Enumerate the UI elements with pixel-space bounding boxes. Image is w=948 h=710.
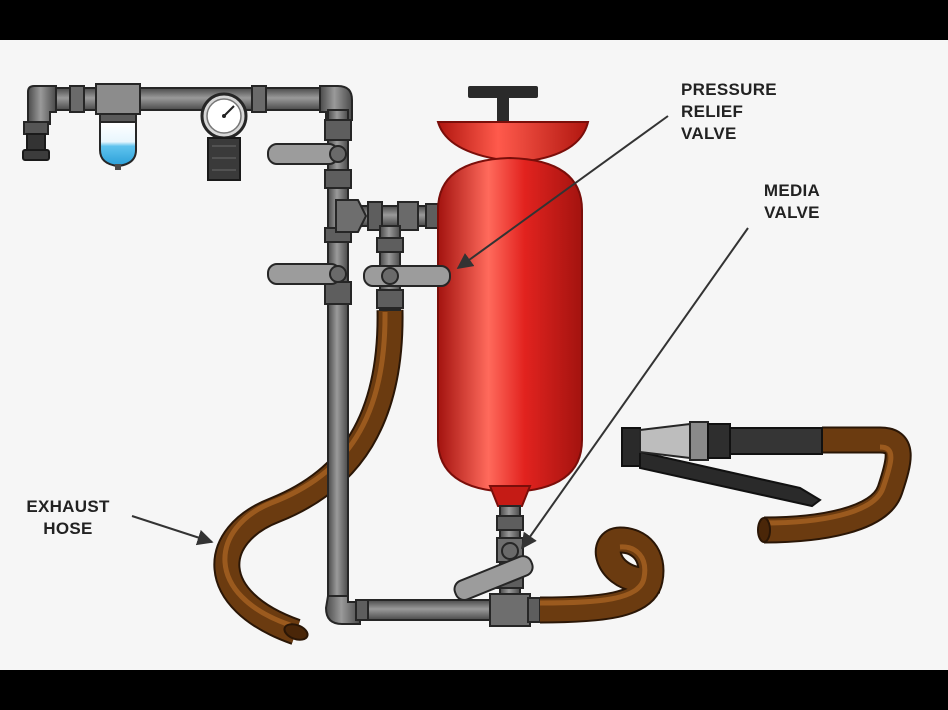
blast-hose xyxy=(539,426,912,624)
bottom-air-line xyxy=(355,593,541,627)
water-filter-icon xyxy=(95,83,141,170)
label-line: MEDIA xyxy=(763,181,821,200)
pressure-relief-valve-label: PRESSURE RELIEF VALVE xyxy=(681,79,777,145)
label-line: VALVE xyxy=(764,203,820,222)
air-valve-handle xyxy=(267,263,347,285)
pressure-gauge-icon xyxy=(200,92,248,181)
exhaust-hose-label: EXHAUST HOSE xyxy=(14,496,122,540)
media-valve-pointer xyxy=(521,227,749,550)
label-line: VALVE xyxy=(681,124,737,143)
exhaust-hose xyxy=(213,309,404,645)
pressure-pot-tank xyxy=(436,86,590,507)
media-valve-label: MEDIA VALVE xyxy=(752,180,832,224)
exhaust-hose-pointer xyxy=(131,515,214,546)
media-valve-handle xyxy=(453,542,534,601)
label-line: RELIEF xyxy=(681,102,744,121)
label-line: EXHAUST xyxy=(26,497,110,516)
label-line: HOSE xyxy=(43,519,93,538)
blast-nozzle-icon xyxy=(621,421,823,508)
pressure-relief-pointer xyxy=(456,115,669,269)
inlet-valve-handle xyxy=(267,143,347,165)
label-line: PRESSURE xyxy=(681,80,777,99)
pressure-relief-valve xyxy=(363,265,451,287)
vertical-air-pipe xyxy=(324,109,361,625)
